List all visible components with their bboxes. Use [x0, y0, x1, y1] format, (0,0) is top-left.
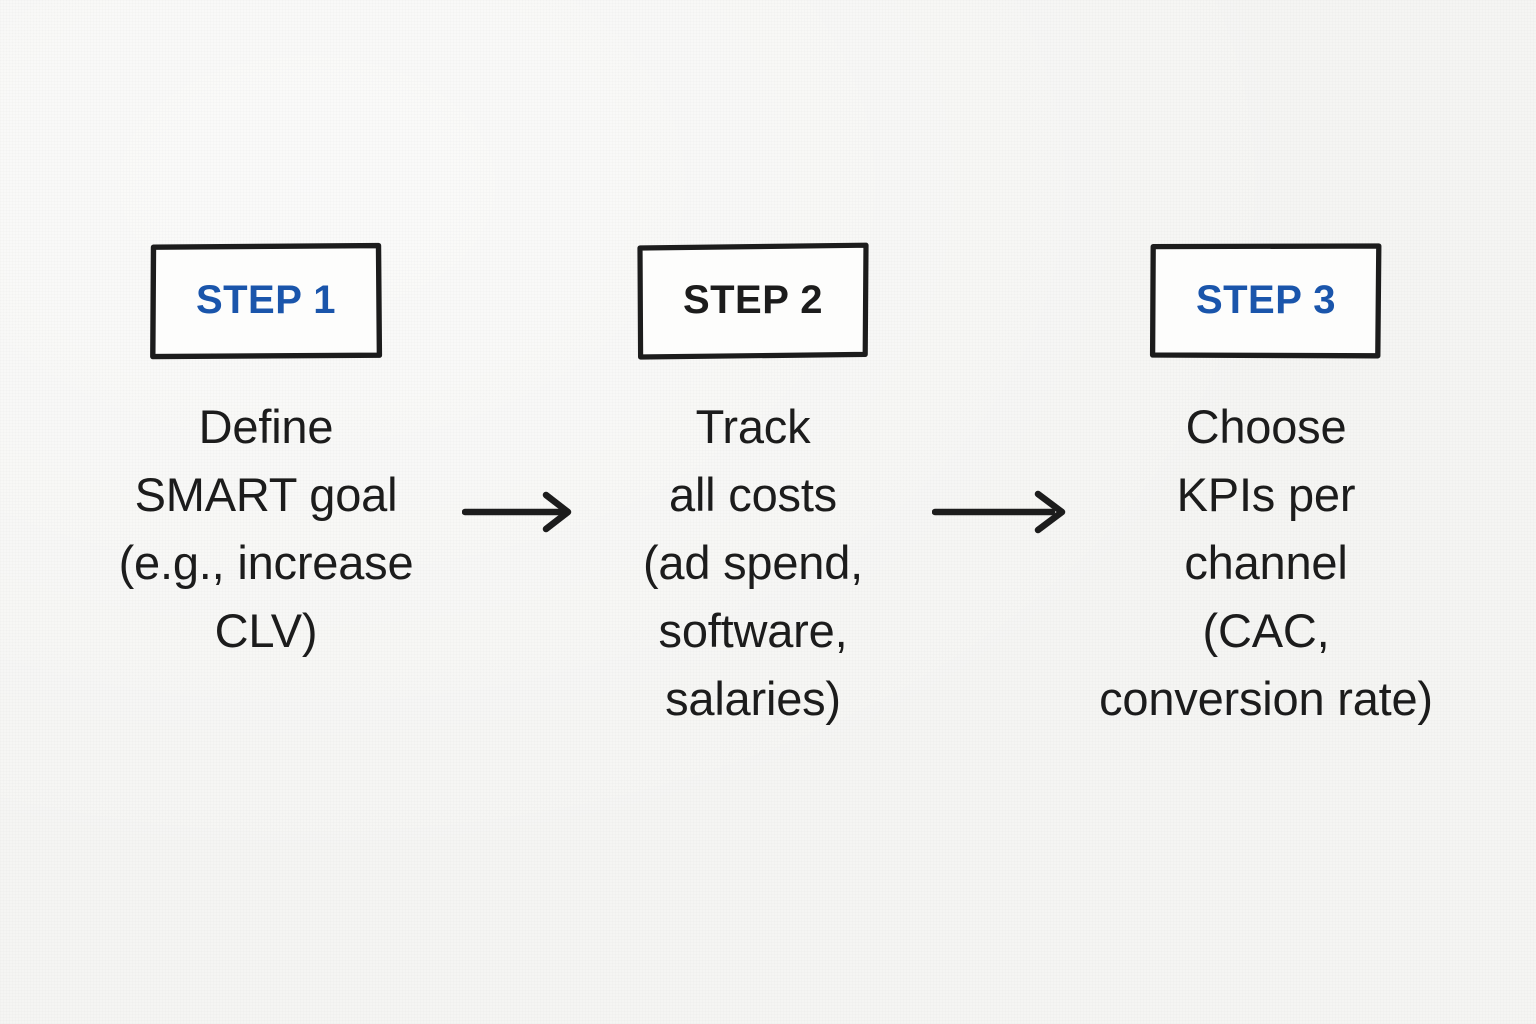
desc-line: (CAC, — [1202, 604, 1330, 657]
step-badge-label-3: STEP 3 — [1195, 278, 1337, 322]
desc-line: CLV) — [214, 604, 318, 657]
desc-line: KPIs per — [1176, 468, 1356, 521]
step-column-2: STEP 2 Track all costs (ad spend, softwa… — [533, 242, 973, 733]
desc-line: (e.g., increase — [118, 536, 414, 589]
step-badge-box-3: STEP 3 — [1149, 243, 1382, 359]
desc-line: Choose — [1185, 400, 1347, 453]
desc-line: channel — [1184, 536, 1348, 589]
desc-line: software, — [658, 604, 848, 657]
step-badge-label-1: STEP 1 — [195, 278, 337, 322]
desc-line: conversion rate) — [1099, 672, 1433, 725]
step-description-3: Choose KPIs per channel (CAC, conversion… — [1099, 393, 1433, 733]
desc-line: salaries) — [665, 672, 841, 725]
step-badge-label-2: STEP 2 — [682, 278, 824, 322]
desc-line: Track — [695, 400, 811, 453]
step-badge-box-1: STEP 1 — [150, 242, 383, 360]
step-column-3: STEP 3 Choose KPIs per channel (CAC, con… — [1046, 243, 1486, 733]
step-column-1: STEP 1 Define SMART goal (e.g., increase… — [46, 242, 486, 665]
desc-line: (ad spend, — [642, 536, 864, 589]
desc-line: all costs — [669, 468, 837, 521]
desc-line: Define — [198, 400, 334, 453]
step-badge-box-2: STEP 2 — [637, 242, 869, 360]
step-description-1: Define SMART goal (e.g., increase CLV) — [119, 393, 414, 665]
step-description-2: Track all costs (ad spend, software, sal… — [643, 393, 863, 733]
desc-line: SMART goal — [134, 468, 398, 521]
